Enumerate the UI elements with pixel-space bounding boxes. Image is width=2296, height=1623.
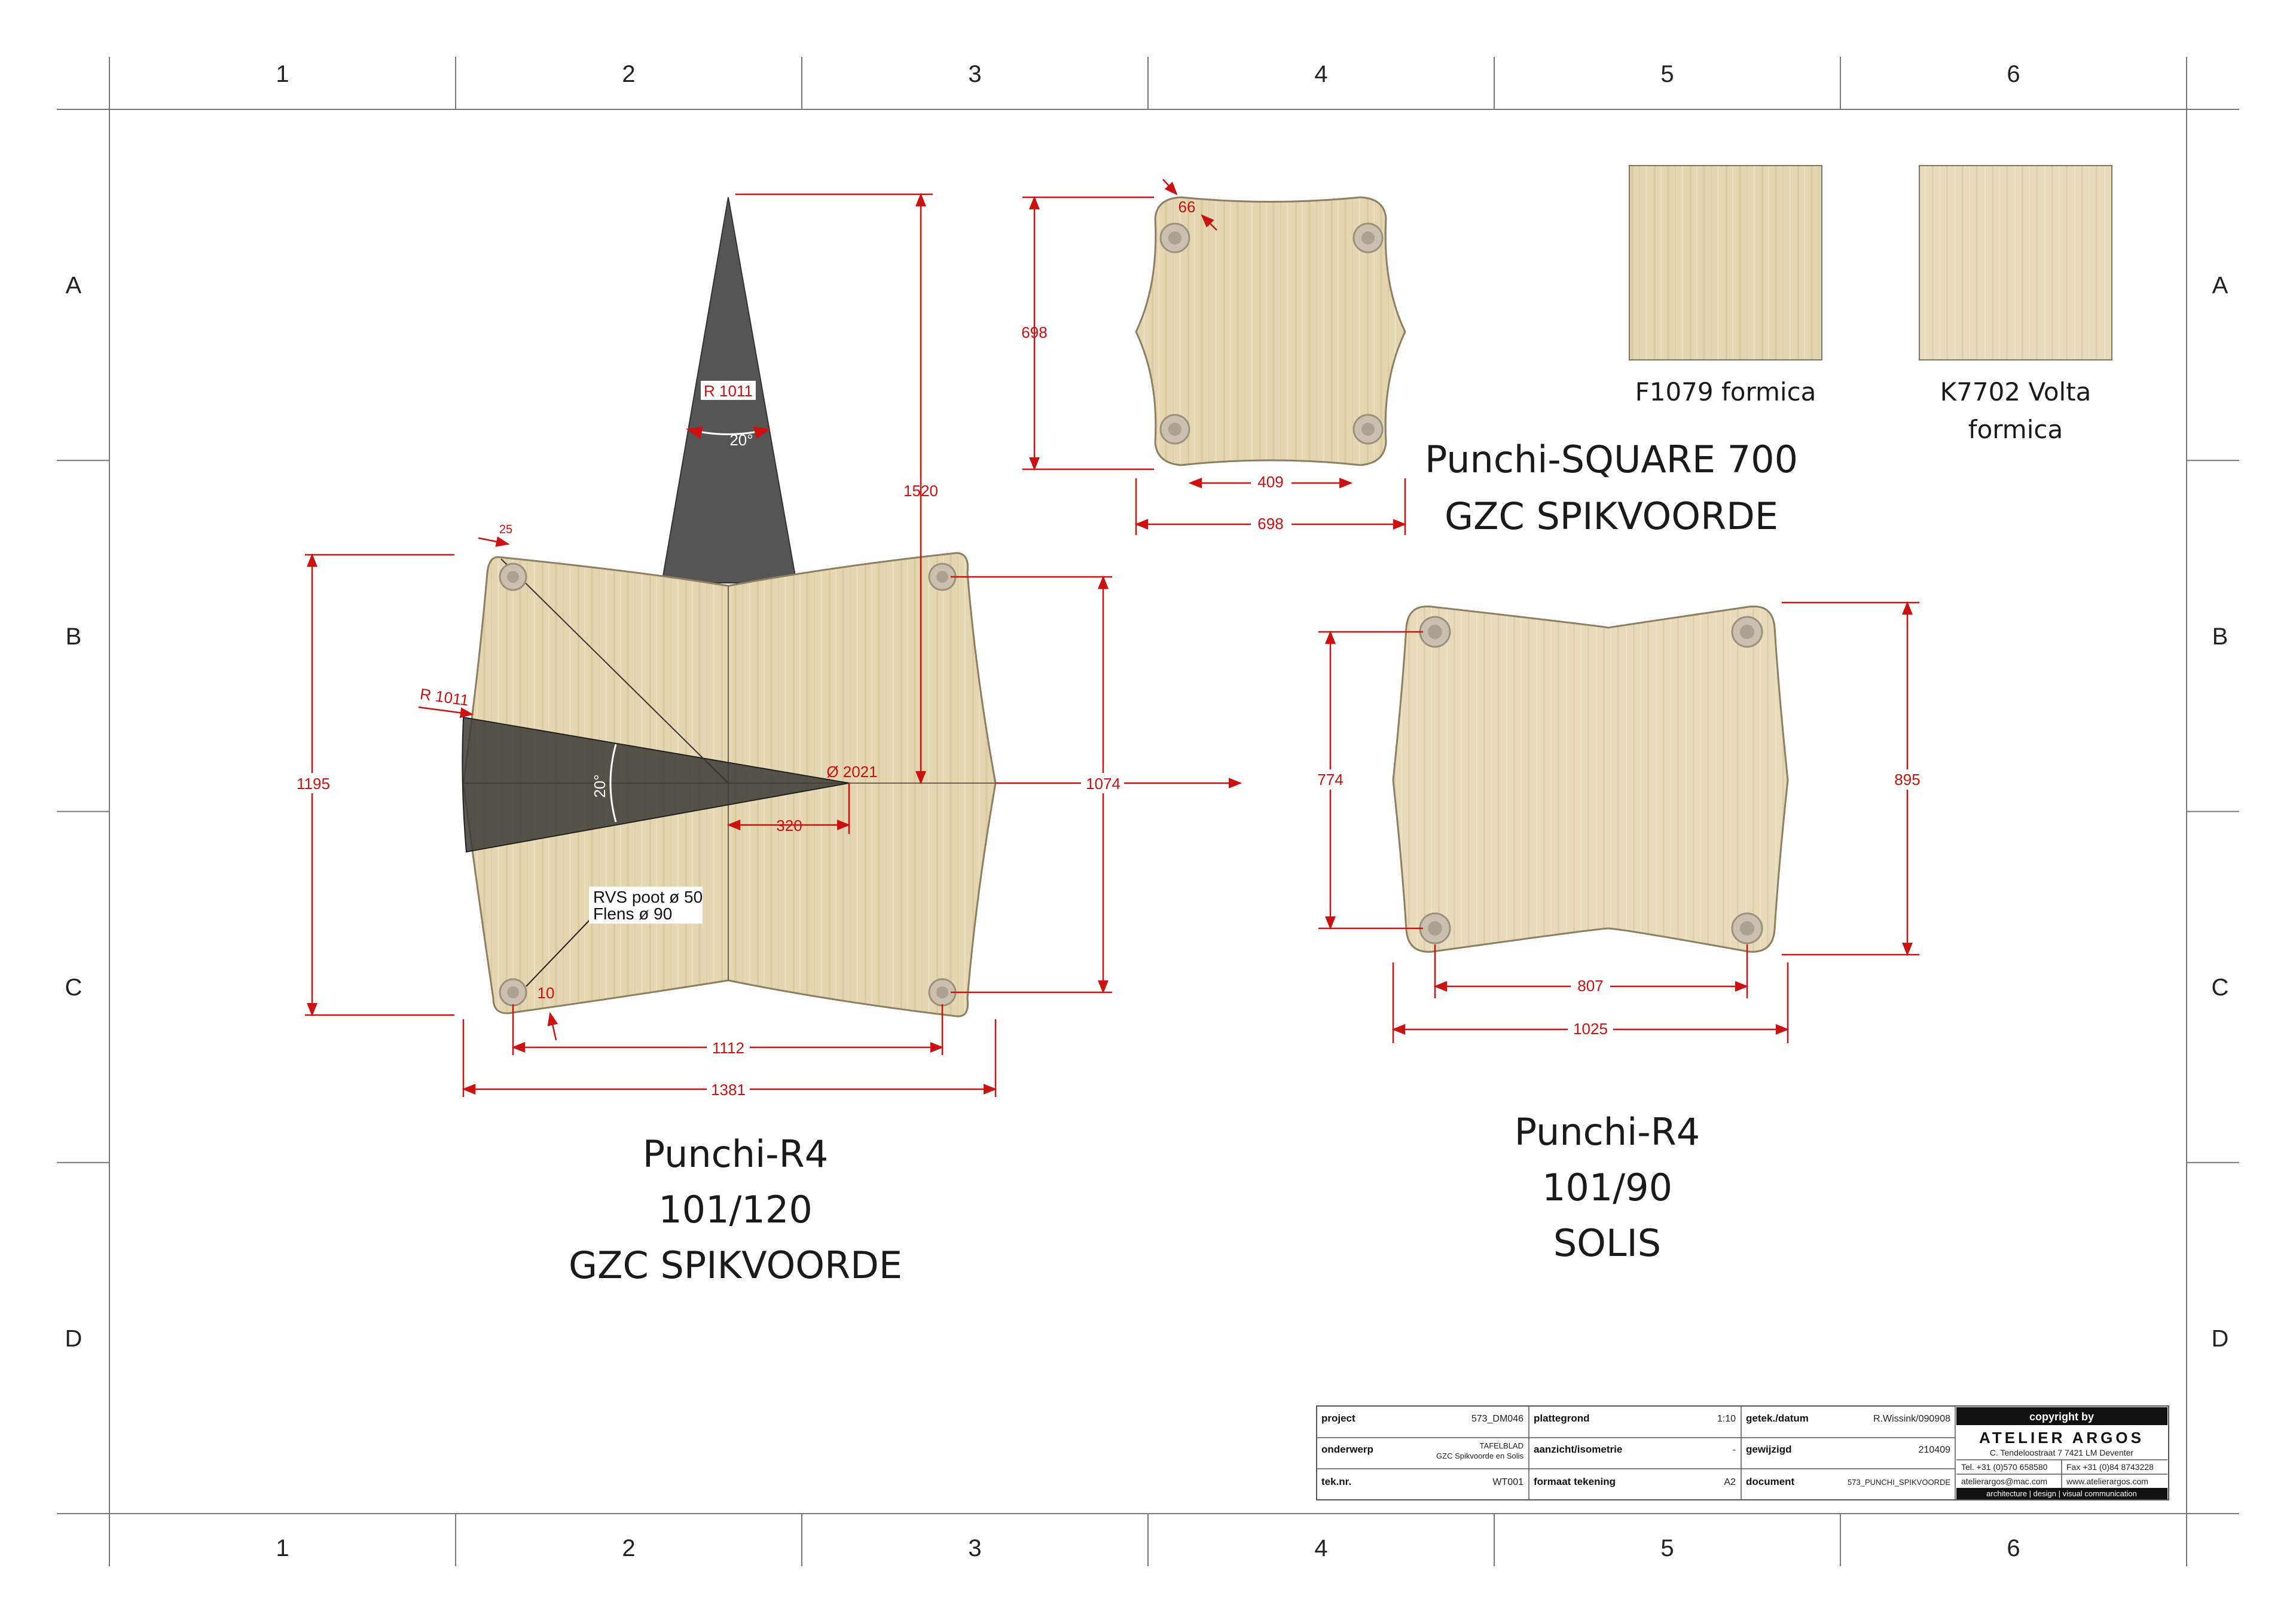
dim-1520: 1520: [903, 482, 938, 500]
angle-top-label: 20°: [729, 431, 753, 449]
tb-company: ATELIER ARGOS: [1979, 1429, 2144, 1447]
grid-col-label-top: 1: [276, 61, 289, 87]
tb-getek-value: R.Wissink/090908: [1873, 1414, 1950, 1424]
table-r4-90: 774 895 807 1025 Punchi-R4 101/90 SOLIS: [1311, 601, 1927, 1265]
grid-row-label-left: A: [66, 273, 82, 299]
r4-90-title-line3: SOLIS: [1553, 1221, 1661, 1265]
r4-90-dim-774: 774: [1317, 771, 1343, 788]
square-dim-inner: 409: [1257, 473, 1283, 491]
dim-25: 25: [499, 523, 512, 536]
grid-col-label-bottom: 1: [276, 1535, 289, 1561]
tb-fax: Fax +31 (0)84 8743228: [2066, 1462, 2154, 1472]
material-swatches: F1079 formica K7702 Volta formica: [1629, 165, 2112, 444]
dim-1074: 1074: [1086, 775, 1120, 793]
r4-90-dim-895: 895: [1894, 771, 1920, 788]
grid-col-label-top: 5: [1660, 61, 1674, 87]
square-title-line1: Punchi-SQUARE 700: [1425, 438, 1798, 481]
tb-plattegrond-label: plattegrond: [1534, 1413, 1590, 1424]
tb-tagline: architecture | design | visual communica…: [1986, 1489, 2137, 1498]
grid-col-label-bottom: 3: [968, 1535, 981, 1561]
grid-row-label-left: D: [65, 1325, 83, 1352]
grid-col-label-top: 6: [2007, 61, 2020, 87]
grid-row-label-left: C: [65, 974, 83, 1001]
dim-10: 10: [538, 984, 555, 1002]
r4-120-title-line2: 101/120: [658, 1188, 813, 1231]
tb-document-label: document: [1746, 1476, 1795, 1487]
grid-row-label-left: B: [66, 623, 82, 650]
swatch-k7702: [1919, 165, 2112, 360]
table-r4-120: 20° 20° R 1011 R 1011 Ø 2021 1520 1195 1…: [293, 192, 1242, 1287]
tb-onderwerp-label: onderwerp: [1321, 1444, 1373, 1455]
square-dim-height: 698: [1021, 323, 1047, 341]
grid-row-label-right: D: [2212, 1325, 2229, 1352]
swatch-k7702-label2: formica: [1968, 415, 2063, 444]
leg-note-line2: Flens ø 90: [593, 904, 672, 923]
square-dim-corner: 66: [1178, 198, 1196, 216]
drawing-frame: [57, 57, 2239, 1566]
table-square-700: 698 409 698 66 Punchi-SQUARE 700 GZC SPI…: [1021, 179, 1798, 538]
square-dim-width: 698: [1257, 515, 1283, 533]
tb-formaat-value: A2: [1724, 1477, 1736, 1487]
dim-1195: 1195: [297, 775, 330, 793]
grid-row-label-right: C: [2212, 974, 2229, 1001]
swatch-k7702-label: K7702 Volta: [1940, 377, 2092, 406]
table-top-square-700: [1135, 196, 1406, 466]
grid-col-label-top: 4: [1314, 61, 1327, 87]
tb-copyright-label: copyright by: [2029, 1411, 2094, 1423]
r4-90-title-line2: 101/90: [1542, 1166, 1672, 1209]
title-block: project 573_DM046 plattegrond 1:10 getek…: [1316, 1405, 2169, 1500]
grid-col-label-bottom: 2: [622, 1535, 635, 1561]
dim-1381: 1381: [711, 1081, 746, 1099]
grid-col-label-bottom: 6: [2007, 1535, 2020, 1561]
square-title-line2: GZC SPIKVOORDE: [1445, 494, 1778, 538]
swatch-f1079-label: F1079 formica: [1635, 377, 1816, 406]
angle-wedge-left: [462, 716, 850, 853]
radius-left-label: R 1011: [419, 685, 470, 710]
swatch-f1079: [1629, 165, 1822, 360]
radius-top-label: R 1011: [704, 382, 753, 400]
tb-tel: Tel. +31 (0)570 658580: [1961, 1462, 2048, 1472]
diameter-label: Ø 2021: [826, 763, 877, 781]
tb-aanzicht-value: -: [1733, 1445, 1736, 1455]
tb-getek-label: getek./datum: [1746, 1413, 1809, 1424]
tb-plattegrond-value: 1:10: [1717, 1414, 1736, 1424]
grid-col-label-bottom: 4: [1314, 1535, 1327, 1561]
leg-note-line1: RVS poot ø 50: [593, 888, 703, 906]
r4-90-dim-807: 807: [1577, 977, 1603, 995]
tb-project-label: project: [1321, 1413, 1355, 1424]
r4-90-title-line1: Punchi-R4: [1515, 1110, 1700, 1154]
grid-row-label-right: B: [2212, 623, 2228, 650]
dim-1112: 1112: [712, 1039, 744, 1057]
tb-teknr-value: WT001: [1492, 1477, 1523, 1487]
angle-left-label: 20°: [591, 774, 609, 797]
tb-address: C. Tendeloostraat 7 7421 LM Deventer: [1990, 1448, 2134, 1457]
tb-teknr-label: tek.nr.: [1321, 1476, 1351, 1487]
r4-120-title-line1: Punchi-R4: [643, 1132, 828, 1176]
r4-120-title-line3: GZC SPIKVOORDE: [569, 1243, 902, 1287]
tb-document-value: 573_PUNCHI_SPIKVOORDE: [1848, 1478, 1950, 1487]
tb-web: www.atelierargos.com: [2066, 1477, 2148, 1486]
table-legs-square-700: [1159, 222, 1384, 445]
tb-gewijzigd-value: 210409: [1919, 1445, 1950, 1455]
tb-aanzicht-label: aanzicht/isometrie: [1534, 1444, 1622, 1455]
grid-col-label-top: 2: [622, 61, 635, 87]
tb-project-value: 573_DM046: [1471, 1414, 1523, 1424]
grid-row-label-right: A: [2212, 273, 2228, 299]
tb-formaat-label: formaat tekening: [1534, 1476, 1616, 1487]
grid-col-label-bottom: 5: [1660, 1535, 1674, 1561]
table-top-r4-90: [1392, 605, 1789, 953]
tb-onderwerp-value2: GZC Spikvoorde en Solis: [1436, 1451, 1523, 1460]
r4-90-dim-1025: 1025: [1573, 1020, 1608, 1038]
grid-row-labels: A A B B C C D D: [65, 273, 2229, 1352]
dim-320: 320: [776, 817, 802, 835]
tb-onderwerp-value1: TAFELBLAD: [1480, 1441, 1523, 1450]
tb-email: atelierargos@mac.com: [1961, 1477, 2047, 1486]
tb-gewijzigd-label: gewijzigd: [1746, 1444, 1792, 1455]
table-legs-r4-120: [499, 563, 957, 1007]
grid-col-label-top: 3: [968, 61, 981, 87]
